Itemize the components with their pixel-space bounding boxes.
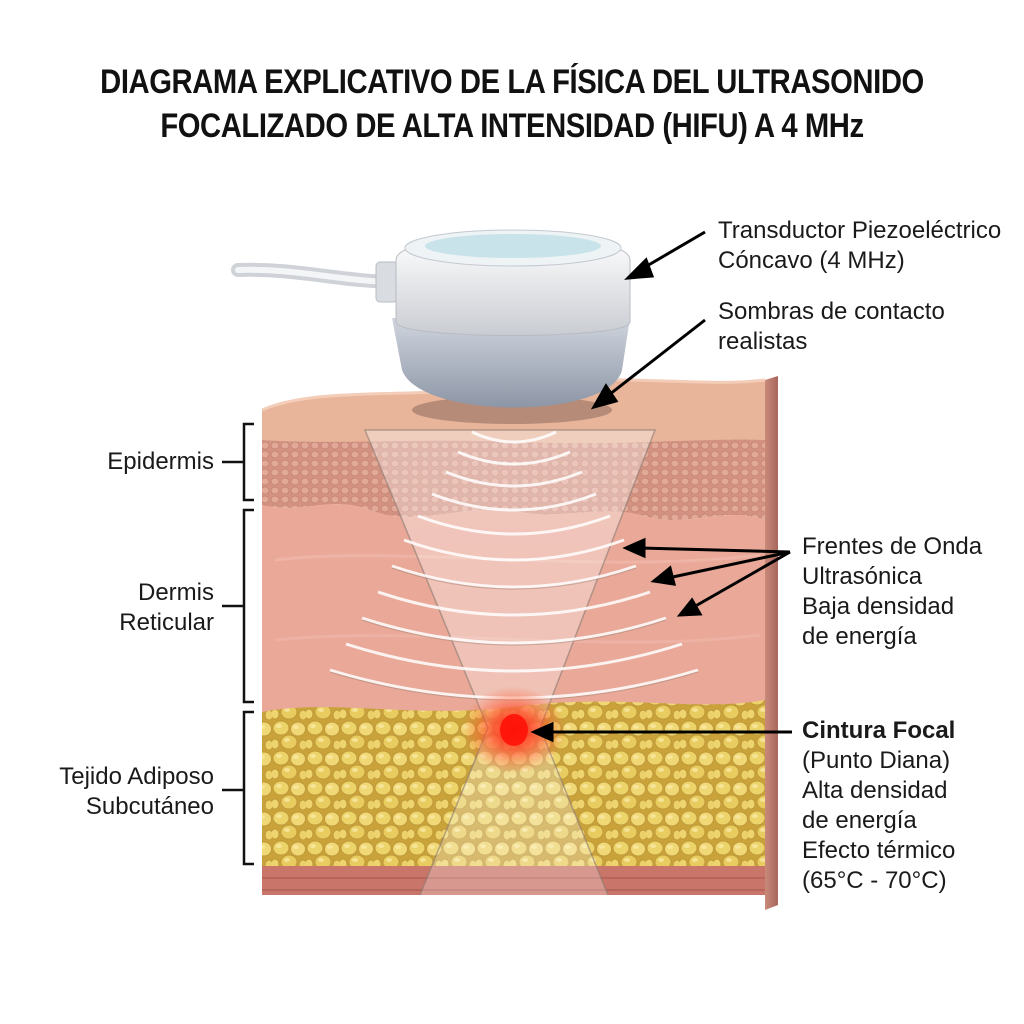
label-wavefronts-line3: Baja densidad	[802, 593, 955, 620]
label-focal: Cintura Focal (Punto Diana) Alta densida…	[802, 716, 955, 896]
label-dermis-line2: Reticular	[119, 609, 214, 636]
label-adipose-line1: Tejido Adiposo	[59, 763, 214, 790]
label-transducer-line1: Transductor Piezoeléctrico	[718, 217, 1002, 244]
label-dermis-line1: Dermis	[138, 579, 214, 606]
label-focal-line2: (Punto Diana)	[802, 747, 951, 774]
label-focal-line3: Alta densidad	[802, 777, 948, 804]
label-wavefronts-line1: Frentes de Onda	[802, 533, 983, 560]
diagram-title: DIAGRAMA EXPLICATIVO DE LA FÍSICA DEL UL…	[72, 60, 953, 148]
label-focal-line6: (65°C - 70°C)	[802, 867, 947, 894]
label-focal-line5: Efecto térmico	[802, 837, 956, 864]
label-contact-shadows: Sombras de contacto realistas	[718, 297, 945, 357]
label-epidermis-text: Epidermis	[107, 448, 214, 475]
annotation-arrows	[530, 230, 792, 743]
label-transducer-line2: Cóncavo (4 MHz)	[718, 247, 905, 274]
label-epidermis: Epidermis	[107, 447, 214, 477]
label-adipose: Tejido Adiposo Subcutáneo	[59, 762, 214, 822]
label-contact-shadows-line2: realistas	[718, 328, 808, 355]
label-adipose-line2: Subcutáneo	[85, 793, 214, 820]
label-focal-line1: Cintura Focal	[802, 717, 956, 744]
title-line-2: FOCALIZADO DE ALTA INTENSIDAD (HIFU) A 4…	[160, 107, 864, 145]
label-wavefronts: Frentes de Onda Ultrasónica Baja densida…	[802, 532, 982, 652]
label-wavefronts-line2: Ultrasónica	[802, 563, 923, 590]
transducer-device	[231, 229, 631, 424]
label-contact-shadows-line1: Sombras de contacto	[718, 298, 945, 325]
label-focal-line4: de energía	[802, 807, 917, 834]
title-line-1: DIAGRAMA EXPLICATIVO DE LA FÍSICA DEL UL…	[100, 63, 924, 101]
tissue-block	[261, 376, 778, 910]
layer-brackets	[222, 422, 254, 866]
label-wavefronts-line4: de energía	[802, 623, 917, 650]
label-transducer: Transductor Piezoeléctrico Cóncavo (4 MH…	[718, 216, 1001, 276]
label-dermis: Dermis Reticular	[119, 578, 214, 638]
